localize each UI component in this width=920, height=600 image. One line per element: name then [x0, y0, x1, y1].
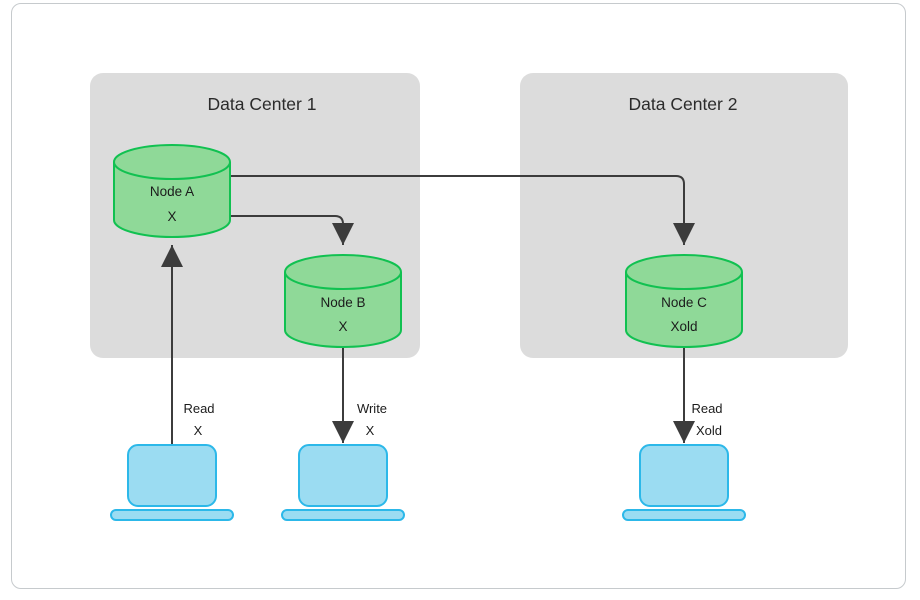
op3-value: Xold — [696, 423, 722, 438]
node-a-cylinder-top — [113, 144, 231, 180]
client-1-laptop-icon — [110, 444, 234, 521]
arrow-node-a-to-node-c — [231, 175, 695, 245]
arrow-node-a-to-node-b — [231, 215, 354, 245]
node-b-name: Node B — [320, 295, 365, 310]
op1-action: Read — [183, 401, 214, 416]
node-b-cylinder-top — [284, 254, 402, 290]
node-a-value: X — [167, 209, 176, 224]
data-center-1-title: Data Center 1 — [208, 94, 317, 114]
node-c-cylinder-top — [625, 254, 743, 290]
node-c-value: Xold — [670, 319, 697, 334]
node-a-cylinder-body — [113, 162, 231, 238]
node-b-database: Node B X — [284, 254, 402, 348]
laptop-3-screen — [639, 444, 729, 507]
op2-value: X — [366, 423, 375, 438]
laptop-1-screen — [127, 444, 217, 507]
client-3-laptop-icon — [622, 444, 746, 521]
laptop-3-base — [622, 509, 746, 521]
node-a-name: Node A — [150, 184, 194, 199]
data-center-2-title: Data Center 2 — [629, 94, 738, 114]
node-a-database: Node A X — [113, 144, 231, 238]
operation-label-read-x: Read X — [183, 401, 214, 438]
node-c-name: Node C — [661, 295, 707, 310]
operation-label-read-xold: Read Xold — [691, 401, 722, 438]
laptop-2-screen — [298, 444, 388, 507]
op1-value: X — [194, 423, 203, 438]
laptop-1-base — [110, 509, 234, 521]
node-c-cylinder-body — [625, 272, 743, 348]
node-c-database: Node C Xold — [625, 254, 743, 348]
client-2-laptop-icon — [281, 444, 405, 521]
op3-action: Read — [691, 401, 722, 416]
laptop-2-base — [281, 509, 405, 521]
operation-label-write-x: Write X — [357, 401, 387, 438]
node-b-value: X — [338, 319, 347, 334]
op2-action: Write — [357, 401, 387, 416]
node-b-cylinder-body — [284, 272, 402, 348]
